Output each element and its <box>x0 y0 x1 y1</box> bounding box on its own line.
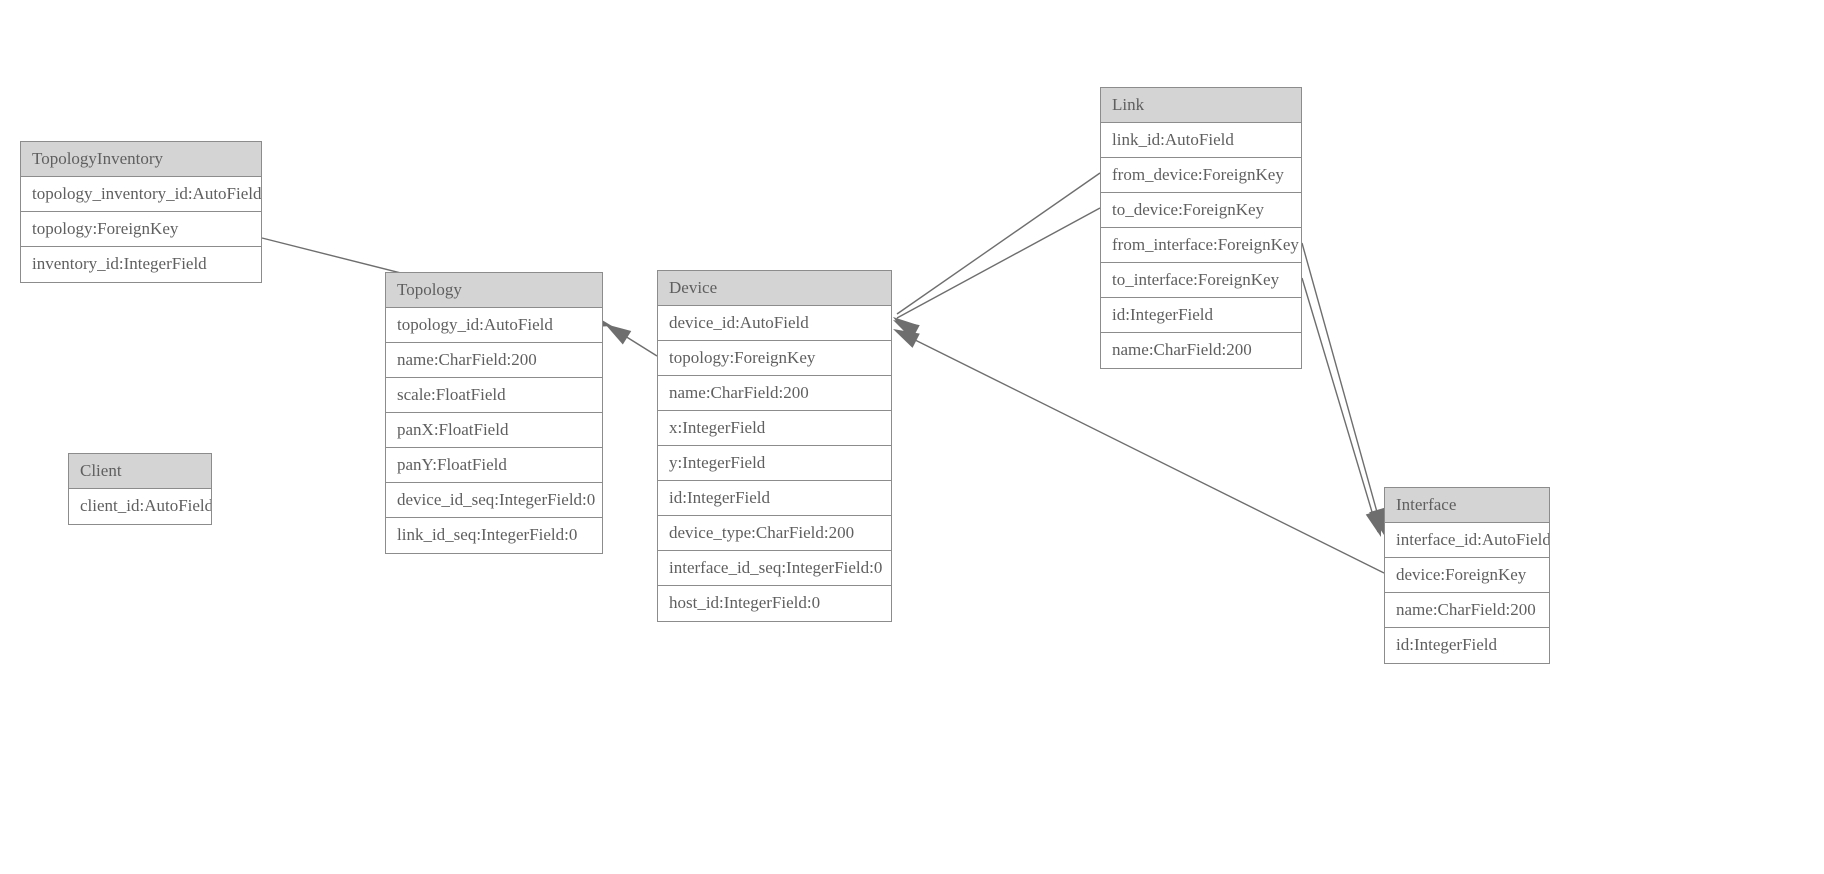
relationship-line <box>896 207 1101 319</box>
entity-fields-client: client_id:AutoField <box>69 489 211 524</box>
relationship-arrowhead <box>893 317 919 339</box>
field-row[interactable]: from_device:ForeignKey <box>1101 158 1301 193</box>
field-row[interactable]: interface_id_seq:IntegerField:0 <box>658 551 891 586</box>
field-row[interactable]: device:ForeignKey <box>1385 558 1549 593</box>
relationship-arrowhead <box>893 320 920 340</box>
field-row[interactable]: inventory_id:IntegerField <box>32 254 207 273</box>
relationship-rel-link-frominterface-interface <box>1301 242 1385 535</box>
field-row[interactable]: id:IntegerField <box>1396 635 1498 654</box>
field-row[interactable]: from_interface:ForeignKey <box>1101 228 1301 263</box>
field-row[interactable]: panY:FloatField <box>386 448 602 483</box>
field-row[interactable]: device_type:CharField:200 <box>658 516 891 551</box>
field-row[interactable]: x:IntegerField <box>658 411 891 446</box>
field-row[interactable]: to_device:ForeignKey <box>1101 193 1301 228</box>
field-row[interactable]: id:IntegerField <box>1101 298 1301 333</box>
field-row[interactable]: device_id_seq:IntegerField:0 <box>386 483 602 518</box>
relationship-line <box>1301 277 1379 533</box>
field-row[interactable]: link_id_seq:IntegerField:0 <box>397 525 578 544</box>
entity-title-topologyinventory: TopologyInventory <box>21 142 261 177</box>
relationship-rel-link-tointerface-interface <box>1301 277 1382 537</box>
field-row[interactable]: name:CharField:200 <box>1112 340 1252 359</box>
field-row[interactable]: topology:ForeignKey <box>21 212 261 247</box>
field-row[interactable]: id:IntegerField <box>658 481 891 516</box>
field-row[interactable]: host_id:IntegerField:0 <box>669 593 821 612</box>
relationship-line <box>1301 242 1383 531</box>
field-row[interactable]: name:CharField:200 <box>658 376 891 411</box>
relationship-line <box>896 172 1101 315</box>
field-row[interactable]: panX:FloatField <box>386 413 602 448</box>
relationship-rel-link-fromdevice-device <box>893 172 1101 339</box>
relationship-arrowhead <box>605 324 632 345</box>
relationship-rel-link-todevice-device <box>893 207 1101 340</box>
field-row[interactable]: y:IntegerField <box>658 446 891 481</box>
field-row[interactable]: interface_id:AutoField <box>1385 523 1549 558</box>
field-row[interactable]: scale:FloatField <box>386 378 602 413</box>
entity-title-device: Device <box>658 271 891 306</box>
relationship-arrowhead <box>893 329 920 348</box>
entity-title-client: Client <box>69 454 211 489</box>
field-row[interactable]: topology:ForeignKey <box>658 341 891 376</box>
field-row[interactable]: topology_id:AutoField <box>386 308 602 343</box>
field-row[interactable]: link_id:AutoField <box>1101 123 1301 158</box>
entity-client[interactable]: Client client_id:AutoField <box>68 453 212 525</box>
field-row[interactable]: name:CharField:200 <box>386 343 602 378</box>
entity-title-interface: Interface <box>1385 488 1549 523</box>
entity-title-topology: Topology <box>386 273 602 308</box>
field-row[interactable]: client_id:AutoField <box>80 496 211 515</box>
relationship-line <box>608 325 658 357</box>
field-row[interactable]: topology_inventory_id:AutoField <box>21 177 261 212</box>
entity-title-link: Link <box>1101 88 1301 123</box>
field-row[interactable]: device_id:AutoField <box>658 306 891 341</box>
field-row[interactable]: to_interface:ForeignKey <box>1101 263 1301 298</box>
field-row[interactable]: name:CharField:200 <box>1385 593 1549 628</box>
relationship-rel-device-topology <box>605 324 658 357</box>
